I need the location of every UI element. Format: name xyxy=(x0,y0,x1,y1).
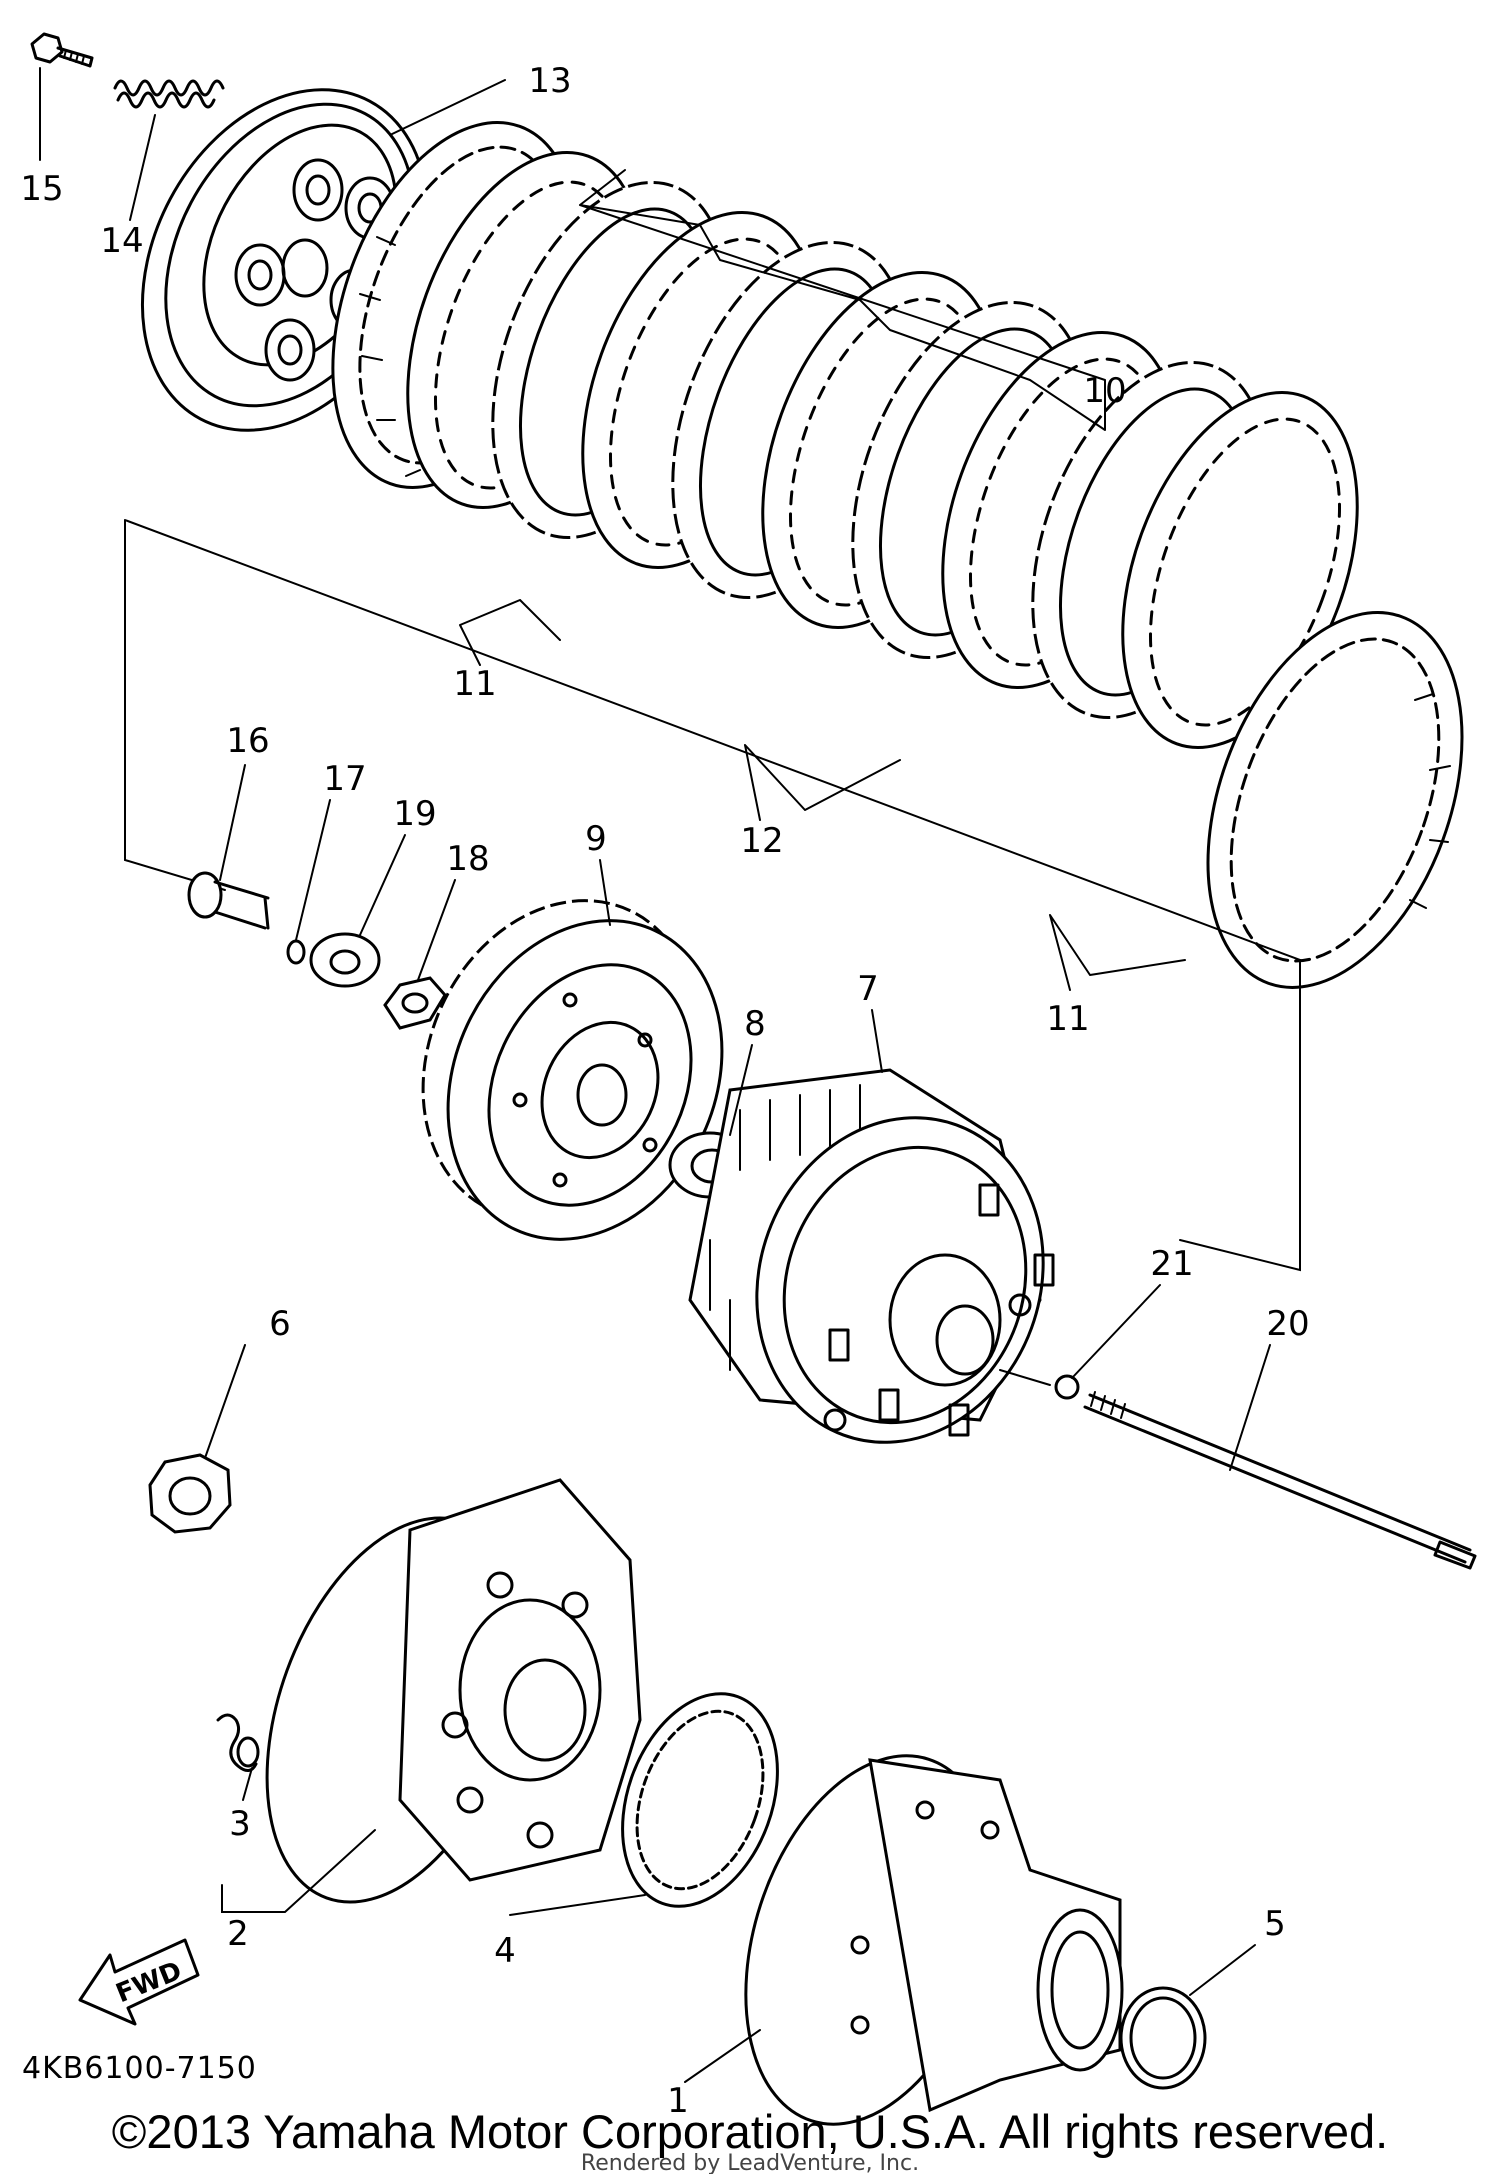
leader-assembly-20 xyxy=(999,1369,1051,1386)
leader-14 xyxy=(129,114,156,221)
leader-1 xyxy=(684,2029,761,2083)
callout-13: 13 xyxy=(528,61,571,101)
part-5-o-ring xyxy=(1119,1986,1207,2090)
part-20-push-rod xyxy=(1083,1391,1477,1570)
callout-18: 18 xyxy=(446,839,489,879)
part-4-bearing xyxy=(621,1692,779,1908)
bracket-11-upper xyxy=(459,599,561,666)
drawing-code: 4KB6100-7150 xyxy=(22,2051,257,2086)
callout-4: 4 xyxy=(494,1931,516,1971)
callout-11-lower: 11 xyxy=(1046,999,1089,1039)
leader-21 xyxy=(1071,1284,1161,1379)
part-21-ball xyxy=(1054,1374,1080,1400)
callout-5: 5 xyxy=(1264,1904,1286,1944)
leader-9 xyxy=(599,859,611,926)
leader-20 xyxy=(1229,1344,1271,1471)
callout-2: 2 xyxy=(227,1914,249,1954)
leader-6 xyxy=(204,1344,246,1459)
bracket-10 xyxy=(579,169,1106,431)
bracket-2 xyxy=(221,1829,376,1913)
part-3-spring-pin xyxy=(216,1713,260,1772)
part-1-clutch-hub xyxy=(744,1754,1124,2126)
leader-8 xyxy=(729,1044,753,1136)
bracket-12 xyxy=(744,744,901,821)
part-16-push-rod xyxy=(187,871,270,930)
leader-7 xyxy=(871,1009,883,1073)
leader-19 xyxy=(359,834,406,936)
callout-21: 21 xyxy=(1150,1244,1193,1284)
callout-8: 8 xyxy=(744,1004,766,1044)
part-2-one-way-clutch xyxy=(265,1478,642,1904)
clutch-plate-stack xyxy=(331,121,1464,989)
callout-11-upper: 11 xyxy=(453,664,496,704)
callout-17: 17 xyxy=(323,759,366,799)
callout-3: 3 xyxy=(229,1804,251,1844)
leader-18 xyxy=(417,879,456,981)
part-18-lock-washer xyxy=(383,976,447,1030)
callout-15: 15 xyxy=(20,169,63,209)
leader-4 xyxy=(509,1894,646,1916)
callout-1: 1 xyxy=(667,2081,689,2121)
part-15-bolt xyxy=(30,32,94,68)
callout-16: 16 xyxy=(226,721,269,761)
part-6-nut xyxy=(148,1453,232,1534)
callout-7: 7 xyxy=(857,969,879,1009)
part-9-clutch-boss xyxy=(421,899,724,1241)
part-17-ball xyxy=(286,939,306,965)
bracket-11-lower xyxy=(1049,914,1186,991)
fwd-label: FWD xyxy=(112,1956,186,2009)
part-14-spring xyxy=(113,79,225,109)
fwd-arrow-icon: FWD xyxy=(78,1938,200,2026)
callout-14: 14 xyxy=(100,221,143,261)
callout-20: 20 xyxy=(1266,1304,1309,1344)
rendered-by-notice: Rendered by LeadVenture, Inc. xyxy=(581,2151,919,2174)
callout-19: 19 xyxy=(393,794,436,834)
leader-17 xyxy=(295,799,331,941)
leader-5 xyxy=(1189,1944,1256,1996)
leader-3 xyxy=(242,1767,253,1801)
part-19-nut xyxy=(309,932,381,988)
callout-9: 9 xyxy=(585,819,607,859)
callout-10: 10 xyxy=(1083,371,1126,411)
leader-13 xyxy=(389,79,506,136)
part-7-clutch-housing xyxy=(688,1068,1055,1444)
callout-12: 12 xyxy=(740,821,783,861)
copyright-notice: ©2013 Yamaha Motor Corporation, U.S.A. A… xyxy=(112,2105,1388,2158)
leader-16 xyxy=(219,764,246,881)
callout-6: 6 xyxy=(269,1304,291,1344)
